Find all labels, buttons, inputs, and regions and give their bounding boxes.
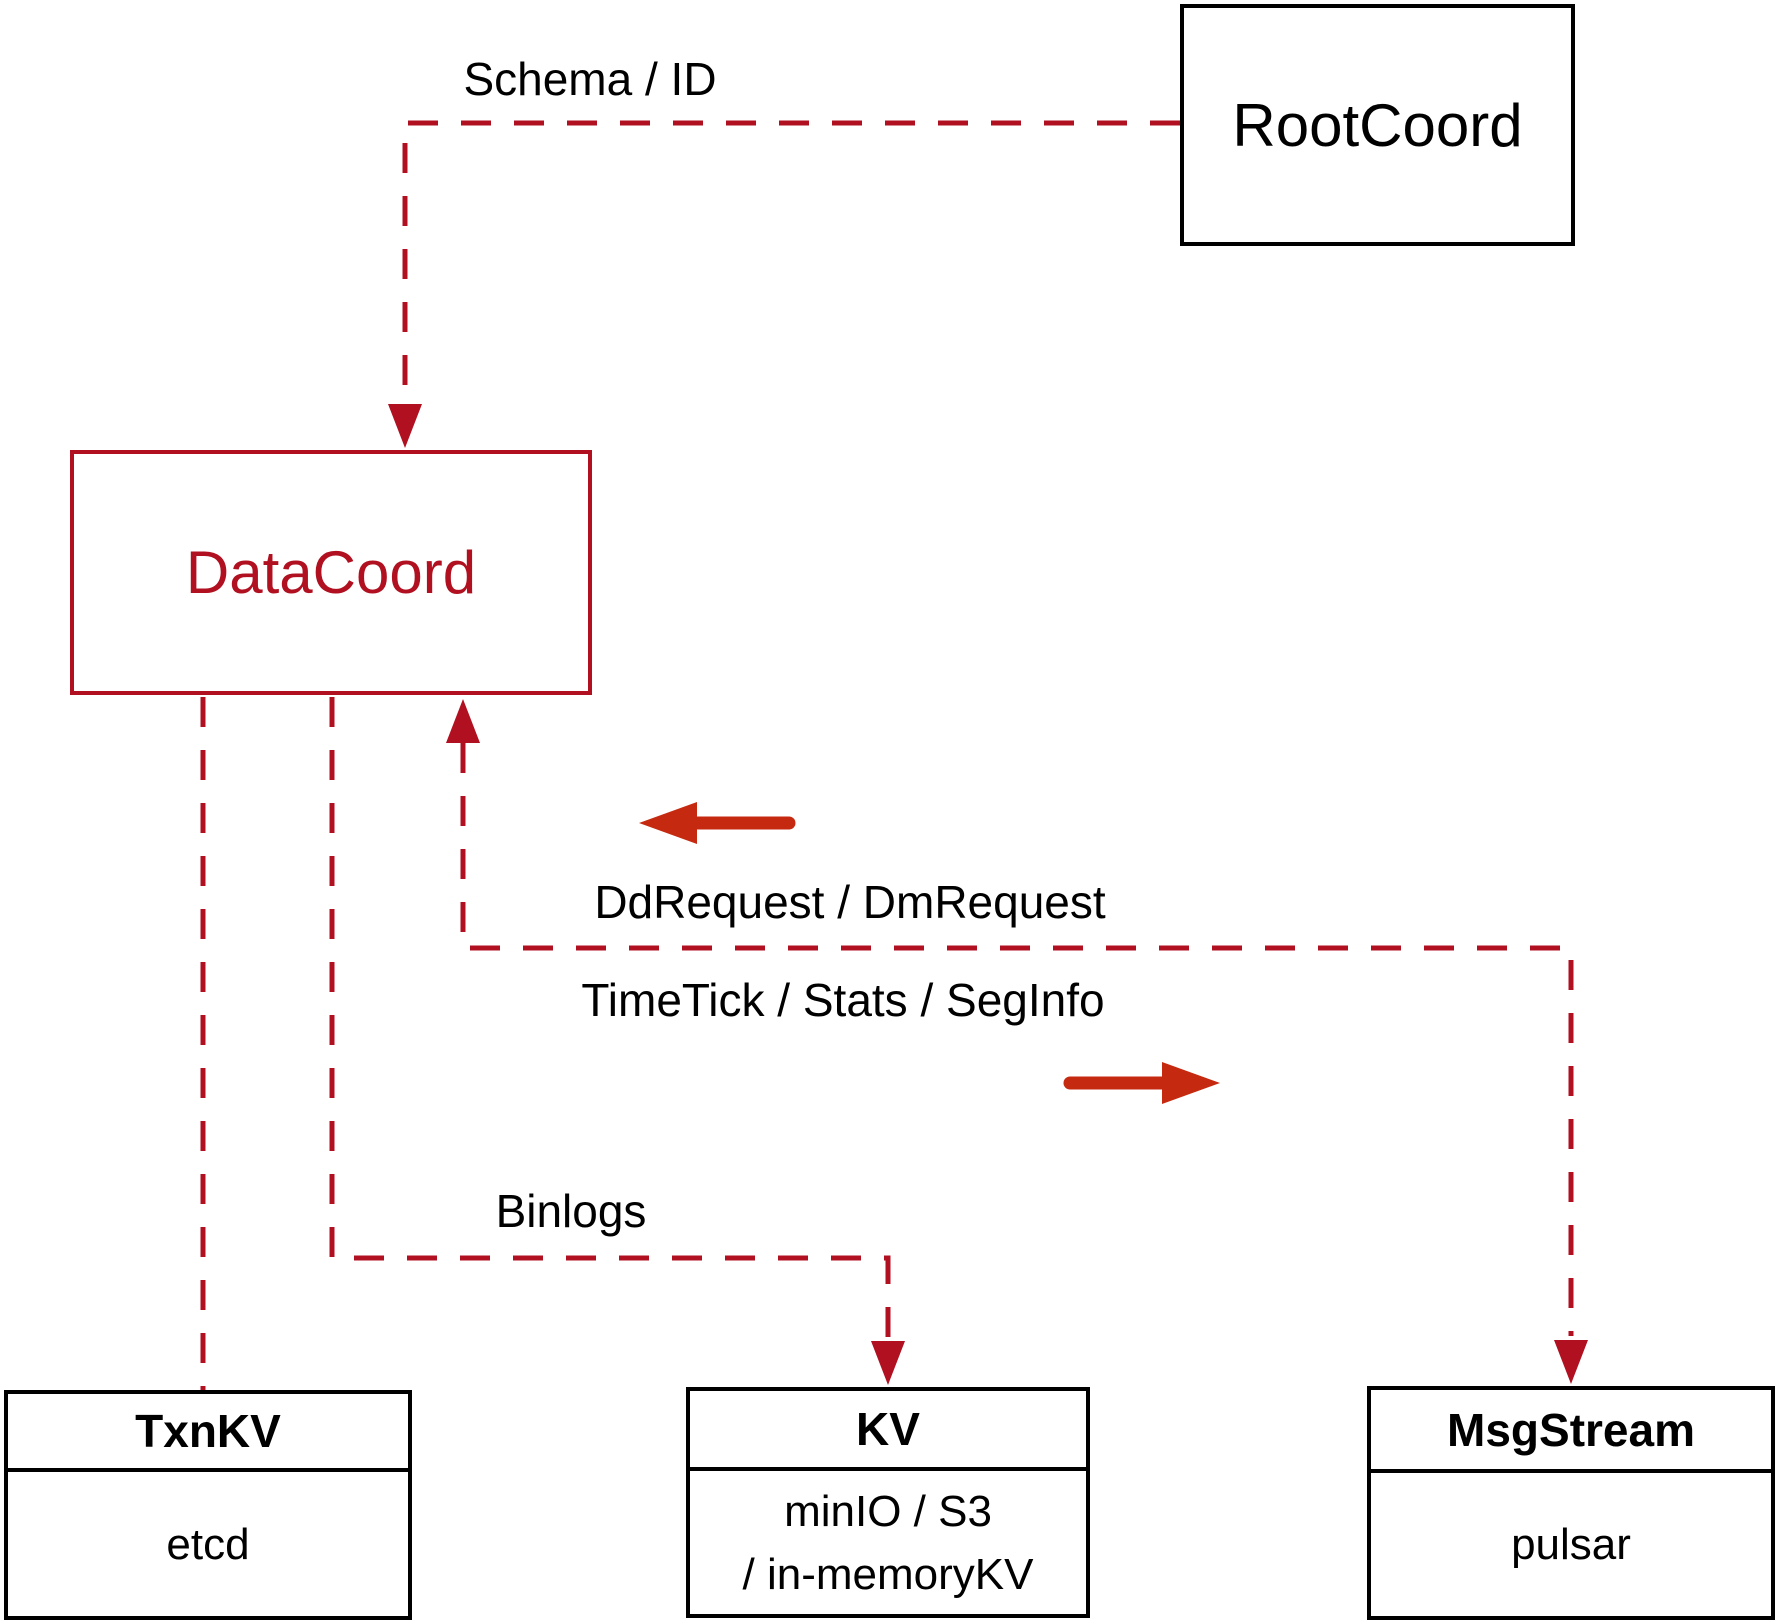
edge-label-schema-id: Schema / ID — [463, 53, 717, 105]
node-kv-body: minIO / S3 / in-memoryKV — [690, 1471, 1086, 1614]
node-msgstream: MsgStream pulsar — [1367, 1386, 1775, 1620]
timetick-direction-arrow — [1063, 1062, 1220, 1104]
dd-request-direction-arrow-left-icon — [639, 802, 697, 844]
edge-schema-id-path — [402, 120, 1180, 400]
edge-schema-id — [388, 120, 1180, 448]
node-msgstream-title: MsgStream — [1371, 1390, 1771, 1473]
node-kv: KV minIO / S3 / in-memoryKV — [686, 1387, 1090, 1618]
node-msgstream-body-text: pulsar — [1511, 1520, 1631, 1569]
node-txnkv-body: etcd — [8, 1472, 408, 1616]
edge-label-binlogs: Binlogs — [495, 1185, 647, 1237]
edge-binlogs-path — [329, 697, 891, 1337]
node-txnkv-body-text: etcd — [166, 1519, 250, 1569]
node-txnkv-title: TxnKV — [8, 1394, 408, 1472]
node-rootcoord-label: RootCoord — [1232, 91, 1523, 159]
edge-datacoord-msgstream-arrowhead-down-icon — [1554, 1340, 1588, 1384]
timetick-direction-arrow-right-icon — [1162, 1062, 1220, 1104]
node-kv-body-line2: / in-memoryKV — [742, 1549, 1034, 1599]
node-msgstream-body: pulsar — [1371, 1473, 1771, 1616]
edge-schema-id-arrowhead-down-icon — [388, 404, 422, 448]
node-kv-body-line1: minIO / S3 — [784, 1486, 992, 1536]
node-kv-title: KV — [690, 1391, 1086, 1471]
edge-label-time-tick: TimeTick / Stats / SegInfo — [581, 974, 1105, 1026]
node-datacoord-label: DataCoord — [185, 539, 477, 606]
node-datacoord: DataCoord — [70, 450, 592, 695]
node-txnkv: TxnKV etcd — [4, 1390, 412, 1620]
edge-binlogs — [329, 697, 905, 1385]
node-rootcoord: RootCoord — [1180, 4, 1575, 246]
edge-datacoord-msgstream — [446, 699, 1588, 1384]
edge-binlogs-arrowhead-down-icon — [871, 1341, 905, 1385]
edge-label-dd-request: DdRequest / DmRequest — [594, 876, 1106, 928]
dd-request-direction-arrow — [639, 802, 796, 844]
edge-datacoord-msgstream-arrowhead-up-icon — [446, 699, 480, 743]
edge-datacoord-msgstream-path — [460, 743, 1574, 1336]
